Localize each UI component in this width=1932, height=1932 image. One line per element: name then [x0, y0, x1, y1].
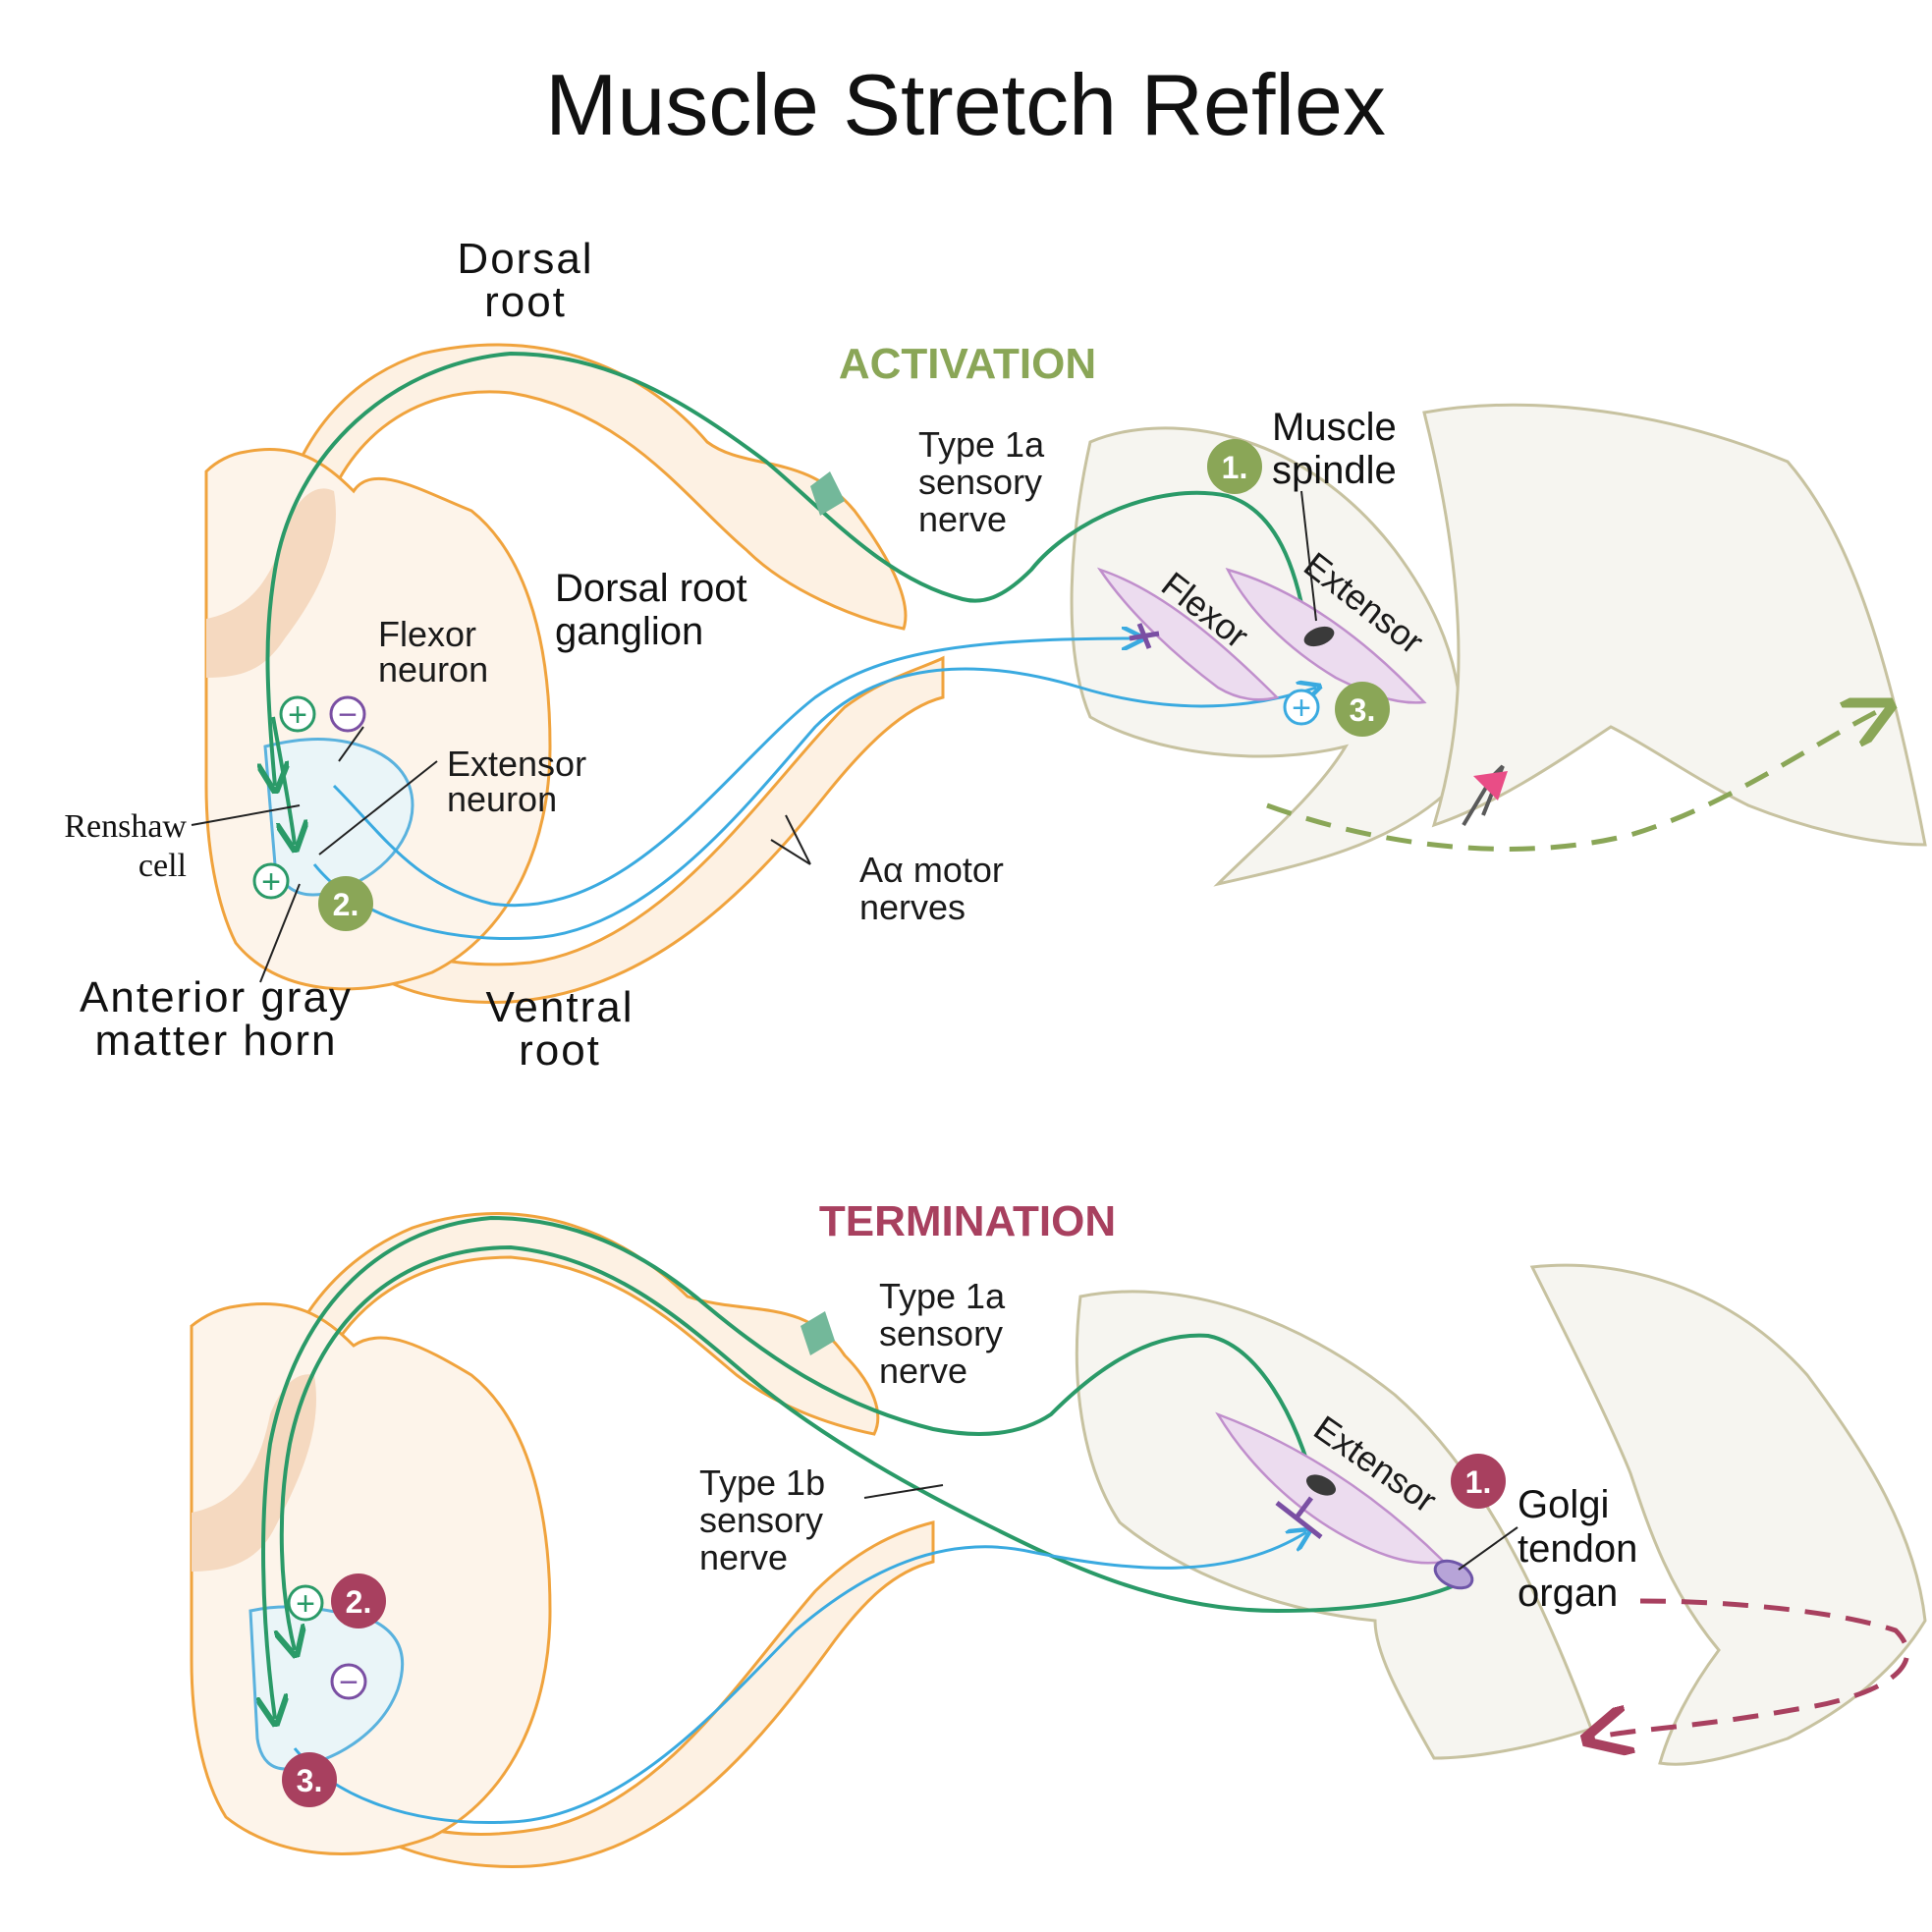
type-1b-label-line-1: Type 1b: [699, 1463, 825, 1503]
flexor-neuron-label-line-2: neuron: [378, 649, 488, 690]
anterior-horn-label-line-1: Anterior gray: [80, 973, 353, 1021]
type-1b-label-line-2: sensory: [699, 1500, 823, 1540]
motor-nerves-label-line-1: Aα motor: [859, 850, 1004, 890]
termination-badge-1: 1.: [1451, 1454, 1506, 1509]
renshaw-leader-line: [191, 804, 301, 826]
flexor-muscle: [1096, 567, 1280, 701]
svg-text:+: +: [1292, 690, 1311, 727]
activation-badge-3: 3.: [1335, 682, 1390, 737]
type-1a-sensory-path: [268, 351, 1308, 786]
type-1b-sensory-path-termination: [282, 1244, 1464, 1650]
activation-heading: ACTIVATION: [839, 340, 1096, 388]
dorsal-root-ganglion-label-line-1: Dorsal root: [555, 567, 747, 610]
ventral-root-label-line-1: Ventral: [486, 983, 635, 1031]
extensor-neuron-label-line-1: Extensor: [447, 744, 586, 784]
golgi-label-line-1: Golgi: [1518, 1483, 1609, 1526]
svg-text:3.: 3.: [297, 1763, 323, 1798]
excite-sign-muscle: +: [1283, 689, 1320, 727]
dorsal-root-label-line-2: root: [484, 278, 567, 326]
dorsal-root-band-termination: [248, 1212, 880, 1574]
type-1a-label-line-1: Type 1a: [918, 424, 1045, 465]
type-1a-label-termination-line-2: sensory: [879, 1313, 1003, 1353]
svg-text:3.: 3.: [1350, 692, 1376, 728]
muscle-spindle-label-line-2: spindle: [1272, 449, 1397, 492]
activation-panel: Flexor Extensor + − + +: [64, 235, 1927, 1075]
muscle-spindle-label-line-1: Muscle: [1272, 406, 1397, 449]
type-1a-sensory-path-termination: [263, 1215, 1318, 1719]
anterior-horn-leader-line: [259, 883, 301, 983]
type-1b-leader-line: [863, 1484, 944, 1499]
muscle-spindle-icon-termination: [1306, 1474, 1336, 1496]
ganglion-cell-icon: [810, 471, 845, 516]
renshaw-cell-label-line-1: Renshaw: [64, 808, 187, 845]
type-1a-branch-to-extensor: [271, 716, 295, 845]
alpha-motor-nerve-flexor: [332, 638, 1139, 908]
neuromuscular-junction-icon-termination: [1275, 1496, 1323, 1539]
svg-text:2.: 2.: [346, 1584, 372, 1620]
termination-badge-3: 3.: [282, 1752, 337, 1807]
svg-text:1.: 1.: [1222, 450, 1248, 485]
extensor-neuron-leader-line: [318, 760, 438, 856]
dorsal-root-label-line-1: Dorsal: [457, 235, 593, 283]
muscle-spindle-icon: [1303, 626, 1335, 647]
golgi-label-line-2: tendon: [1518, 1527, 1637, 1571]
neuromuscular-junction-icon: [1129, 623, 1160, 649]
reflex-hammer-icon: [1473, 771, 1508, 800]
inhibit-sign-renshaw: −: [329, 695, 366, 734]
dorsal-root-ganglion-label-line-2: ganglion: [555, 610, 703, 653]
leg-return-arrow: [1591, 1598, 1910, 1739]
limb-outline-upper: [1070, 426, 1463, 887]
svg-text:−: −: [338, 696, 358, 734]
svg-text:2.: 2.: [333, 887, 359, 922]
excite-sign-sensory: +: [279, 695, 316, 734]
golgi-label-line-3: organ: [1518, 1572, 1618, 1615]
dorsal-horn-shade-termination: [192, 1374, 316, 1572]
inhibit-sign-1b: −: [330, 1663, 367, 1701]
svg-text:+: +: [261, 863, 281, 901]
extensor-neuron-label-line-2: neuron: [447, 779, 557, 819]
activation-badge-1: 1.: [1207, 439, 1262, 494]
termination-heading: TERMINATION: [819, 1197, 1116, 1245]
page-title: Muscle Stretch Reflex: [545, 56, 1386, 153]
activation-badge-2: 2.: [318, 876, 373, 931]
flexor-neuron-label-line-1: Flexor: [378, 614, 476, 654]
ganglion-cell-icon-termination: [800, 1311, 835, 1355]
spindle-leader-line: [1300, 490, 1317, 622]
limb-outline-lower-termination: [1529, 1263, 1927, 1766]
anterior-gray-horn: [263, 738, 414, 897]
excite-sign-1b: +: [287, 1584, 324, 1623]
motor-nerves-leader-line: [770, 814, 811, 865]
termination-panel: Extensor + − 1. 2. 3.: [190, 1197, 1927, 1868]
anterior-horn-label-line-2: matter horn: [95, 1017, 338, 1065]
dorsal-root-band: [262, 343, 908, 710]
svg-text:+: +: [296, 1585, 315, 1623]
motor-nerves-label-line-2: nerves: [859, 887, 966, 927]
type-1a-label-termination-line-1: Type 1a: [879, 1276, 1006, 1316]
golgi-tendon-organ-icon: [1433, 1559, 1474, 1590]
alpha-motor-nerve-termination: [293, 1532, 1306, 1825]
renshaw-cell-label-line-2: cell: [138, 848, 187, 884]
type-1a-label-line-2: sensory: [918, 462, 1042, 502]
excite-sign-extensor: +: [252, 862, 290, 901]
svg-text:+: +: [288, 696, 307, 734]
svg-text:1.: 1.: [1465, 1464, 1492, 1500]
ventral-root-label-line-2: root: [519, 1026, 601, 1075]
type-1b-label-line-3: nerve: [699, 1537, 788, 1577]
type-1a-label-termination-line-3: nerve: [879, 1351, 967, 1391]
type-1a-label-line-3: nerve: [918, 499, 1007, 539]
alpha-motor-nerve-extensor: [312, 667, 1316, 941]
flexor-neuron-leader-line: [338, 726, 364, 762]
termination-badge-2: 2.: [331, 1573, 386, 1628]
golgi-leader-line: [1458, 1526, 1518, 1571]
spinal-cord-section: [204, 447, 552, 991]
limb-outline-lower: [1422, 403, 1927, 847]
svg-text:−: −: [339, 1664, 359, 1701]
